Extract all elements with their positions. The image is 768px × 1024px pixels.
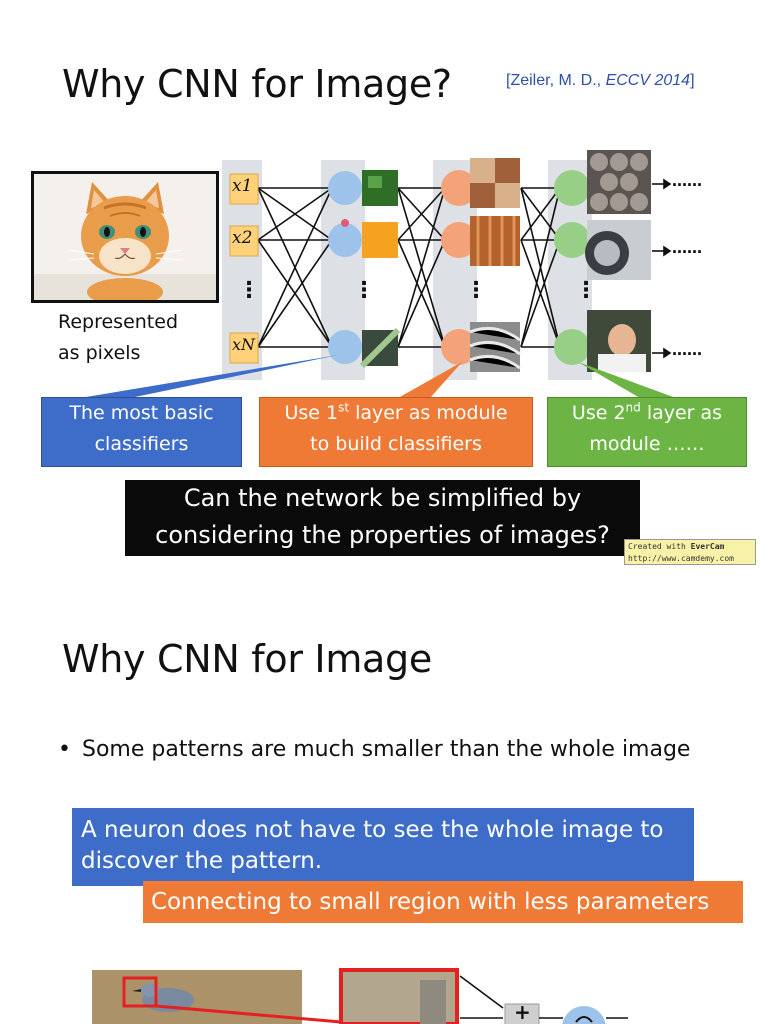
bullet-item: • Some patterns are much smaller than th… [62,735,702,765]
layer3-ellipsis: ⋮ [575,278,597,303]
callout-green-sup: nd [626,401,641,415]
input-ellipsis: ⋮ [238,278,260,303]
callout-green-line1: Use 2nd layer as [548,398,746,429]
citation-venue: ECCV 2014 [606,72,691,89]
watermark-line1-a: Created with [628,542,691,551]
input-label-1: x1 [232,176,252,196]
bullet-dot: • [58,735,71,765]
sum-plus-sign: + [514,1000,531,1024]
callout-orange-line1: Use 1st layer as module [260,398,532,429]
callout-green-line1-b: layer as [641,402,722,424]
callout-basic-classifiers: The most basic classifiers [41,397,242,467]
slide2-title: Why CNN for Image [62,637,432,681]
input-label-2: x2 [232,228,252,248]
callout-blue-line1: The most basic [42,398,241,429]
network-diagram [0,150,768,400]
callout-first-layer-module: Use 1st layer as module to build classif… [259,397,533,467]
bullet-text: Some patterns are much smaller than the … [82,735,702,765]
output-ellipsis-3: …… [672,341,702,359]
output-neuron [562,1006,606,1024]
callout-second-layer-module: Use 2nd layer as module …… [547,397,747,467]
callout-orange-line1-a: Use 1 [284,402,338,424]
watermark-brand: EverCam [691,542,725,551]
blue-callout-pointer [80,355,338,398]
watermark-line2: http://www.camdemy.com [628,553,752,565]
watermark-line1: Created with EverCam [628,541,752,553]
layer1-ellipsis: ⋮ [353,278,375,303]
question-line1: Can the network be simplified by [125,480,640,517]
citation-suffix: ] [690,72,694,89]
callout-orange-sup: st [338,401,349,415]
neuron-explanation-box: A neuron does not have to see the whole … [72,808,694,886]
layer1-feature-patches [362,170,398,366]
callout-green-line2: module …… [548,429,746,460]
evercam-watermark: Created with EverCam http://www.camdemy.… [624,539,756,565]
input-label-n: xN [232,335,255,354]
callout-green-line1-a: Use 2 [572,402,626,424]
layer2-feature-patches [470,158,520,372]
small-region-box: Connecting to small region with less par… [143,881,743,923]
bird-illustration [0,960,768,1024]
question-line2: considering the properties of images? [125,517,640,554]
layer3-feature-patches [585,150,651,372]
callout-orange-line1-b: layer as module [349,402,508,424]
output-ellipsis-1: …… [672,172,702,190]
slide1-title: Why CNN for Image? [62,62,452,106]
connections-input-layer1 [258,188,332,347]
callout-blue-line2: classifiers [42,429,241,460]
callout-orange-line2: to build classifiers [260,429,532,460]
output-arrows [652,180,670,357]
layer2-ellipsis: ⋮ [465,278,487,303]
citation-prefix: [Zeiler, M. D., [506,72,606,89]
question-box: Can the network be simplified by conside… [125,480,640,556]
citation: [Zeiler, M. D., ECCV 2014] [506,72,695,90]
output-ellipsis-2: …… [672,239,702,257]
